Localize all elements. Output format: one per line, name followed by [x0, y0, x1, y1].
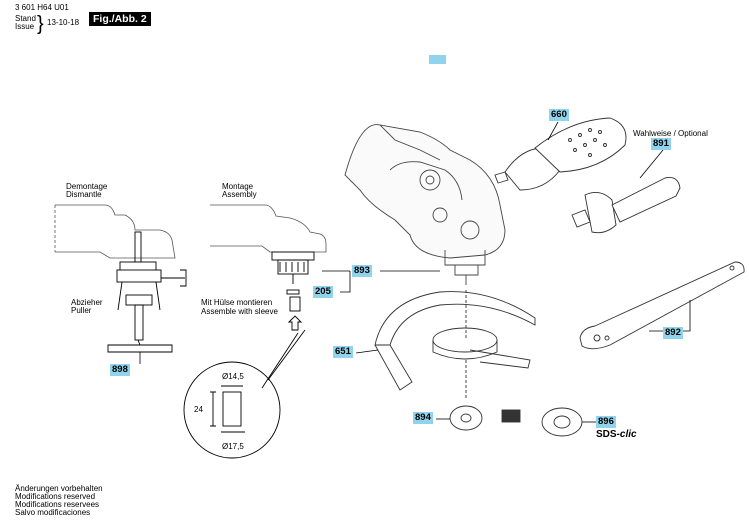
abzieher-label: Abzieher — [71, 298, 103, 307]
sds-clic-label: SDS-clic — [596, 429, 637, 440]
assembly-label: Assembly — [222, 190, 257, 199]
top-diameter: Ø14,5 — [222, 372, 244, 381]
grinder-body — [344, 124, 506, 285]
optional-label: Wahlweise / Optional — [633, 129, 708, 138]
flange-nuts — [449, 290, 583, 437]
footer-line-3: Modifications reservees — [15, 500, 100, 509]
part-894-tag[interactable]: 894 — [413, 412, 433, 424]
leader-lines — [139, 121, 691, 423]
puller-tool — [107, 231, 187, 353]
mit-huelse-label: Mit Hülse montieren — [201, 298, 273, 307]
dismantle-housing — [54, 204, 327, 259]
issue-label: Issue — [15, 22, 35, 31]
demontage-label: Demontage — [66, 182, 108, 191]
sds-clic-suffix: clic — [619, 429, 637, 440]
height-dimension: 24 — [194, 405, 203, 414]
issue-date: 13-10-18 — [47, 18, 80, 27]
part-896-tag[interactable]: 896 — [596, 416, 616, 428]
part-892-tag[interactable]: 892 — [663, 327, 683, 339]
guard-651 — [374, 291, 536, 391]
highlight-swatch — [429, 55, 446, 64]
sleeve-detail — [183, 329, 306, 459]
part-205-tag[interactable]: 205 — [313, 286, 333, 298]
footer-line-2: Modifications reserved — [15, 492, 96, 501]
bottom-diameter: Ø17,5 — [222, 442, 244, 451]
part-898-tag[interactable]: 898 — [110, 364, 130, 376]
footer-line-1: Änderungen vorbehalten — [15, 484, 103, 493]
montage-label: Montage — [222, 182, 254, 191]
wrench-892 — [579, 261, 745, 350]
sds-prefix: SDS- — [596, 429, 620, 440]
brace-icon: } — [37, 13, 44, 35]
footer-line-4: Salvo modificaciones — [15, 508, 91, 517]
stand-label: Stand — [15, 14, 36, 23]
assembly-spindle — [271, 251, 315, 331]
handle-891 — [571, 177, 681, 234]
handle-660 — [494, 117, 627, 191]
figure-label: Fig./Abb. 2 — [89, 12, 151, 26]
part-893-tag[interactable]: 893 — [352, 265, 372, 277]
part-651-tag[interactable]: 651 — [333, 346, 353, 358]
doc-number: 3 601 H64 U01 — [15, 3, 69, 12]
part-660-tag[interactable]: 660 — [549, 109, 569, 121]
assemble-sleeve-label: Assemble with sleeve — [201, 307, 278, 316]
part-891-tag[interactable]: 891 — [651, 138, 671, 150]
dismantle-label: Dismantle — [66, 190, 102, 199]
puller-label: Puller — [71, 306, 92, 315]
